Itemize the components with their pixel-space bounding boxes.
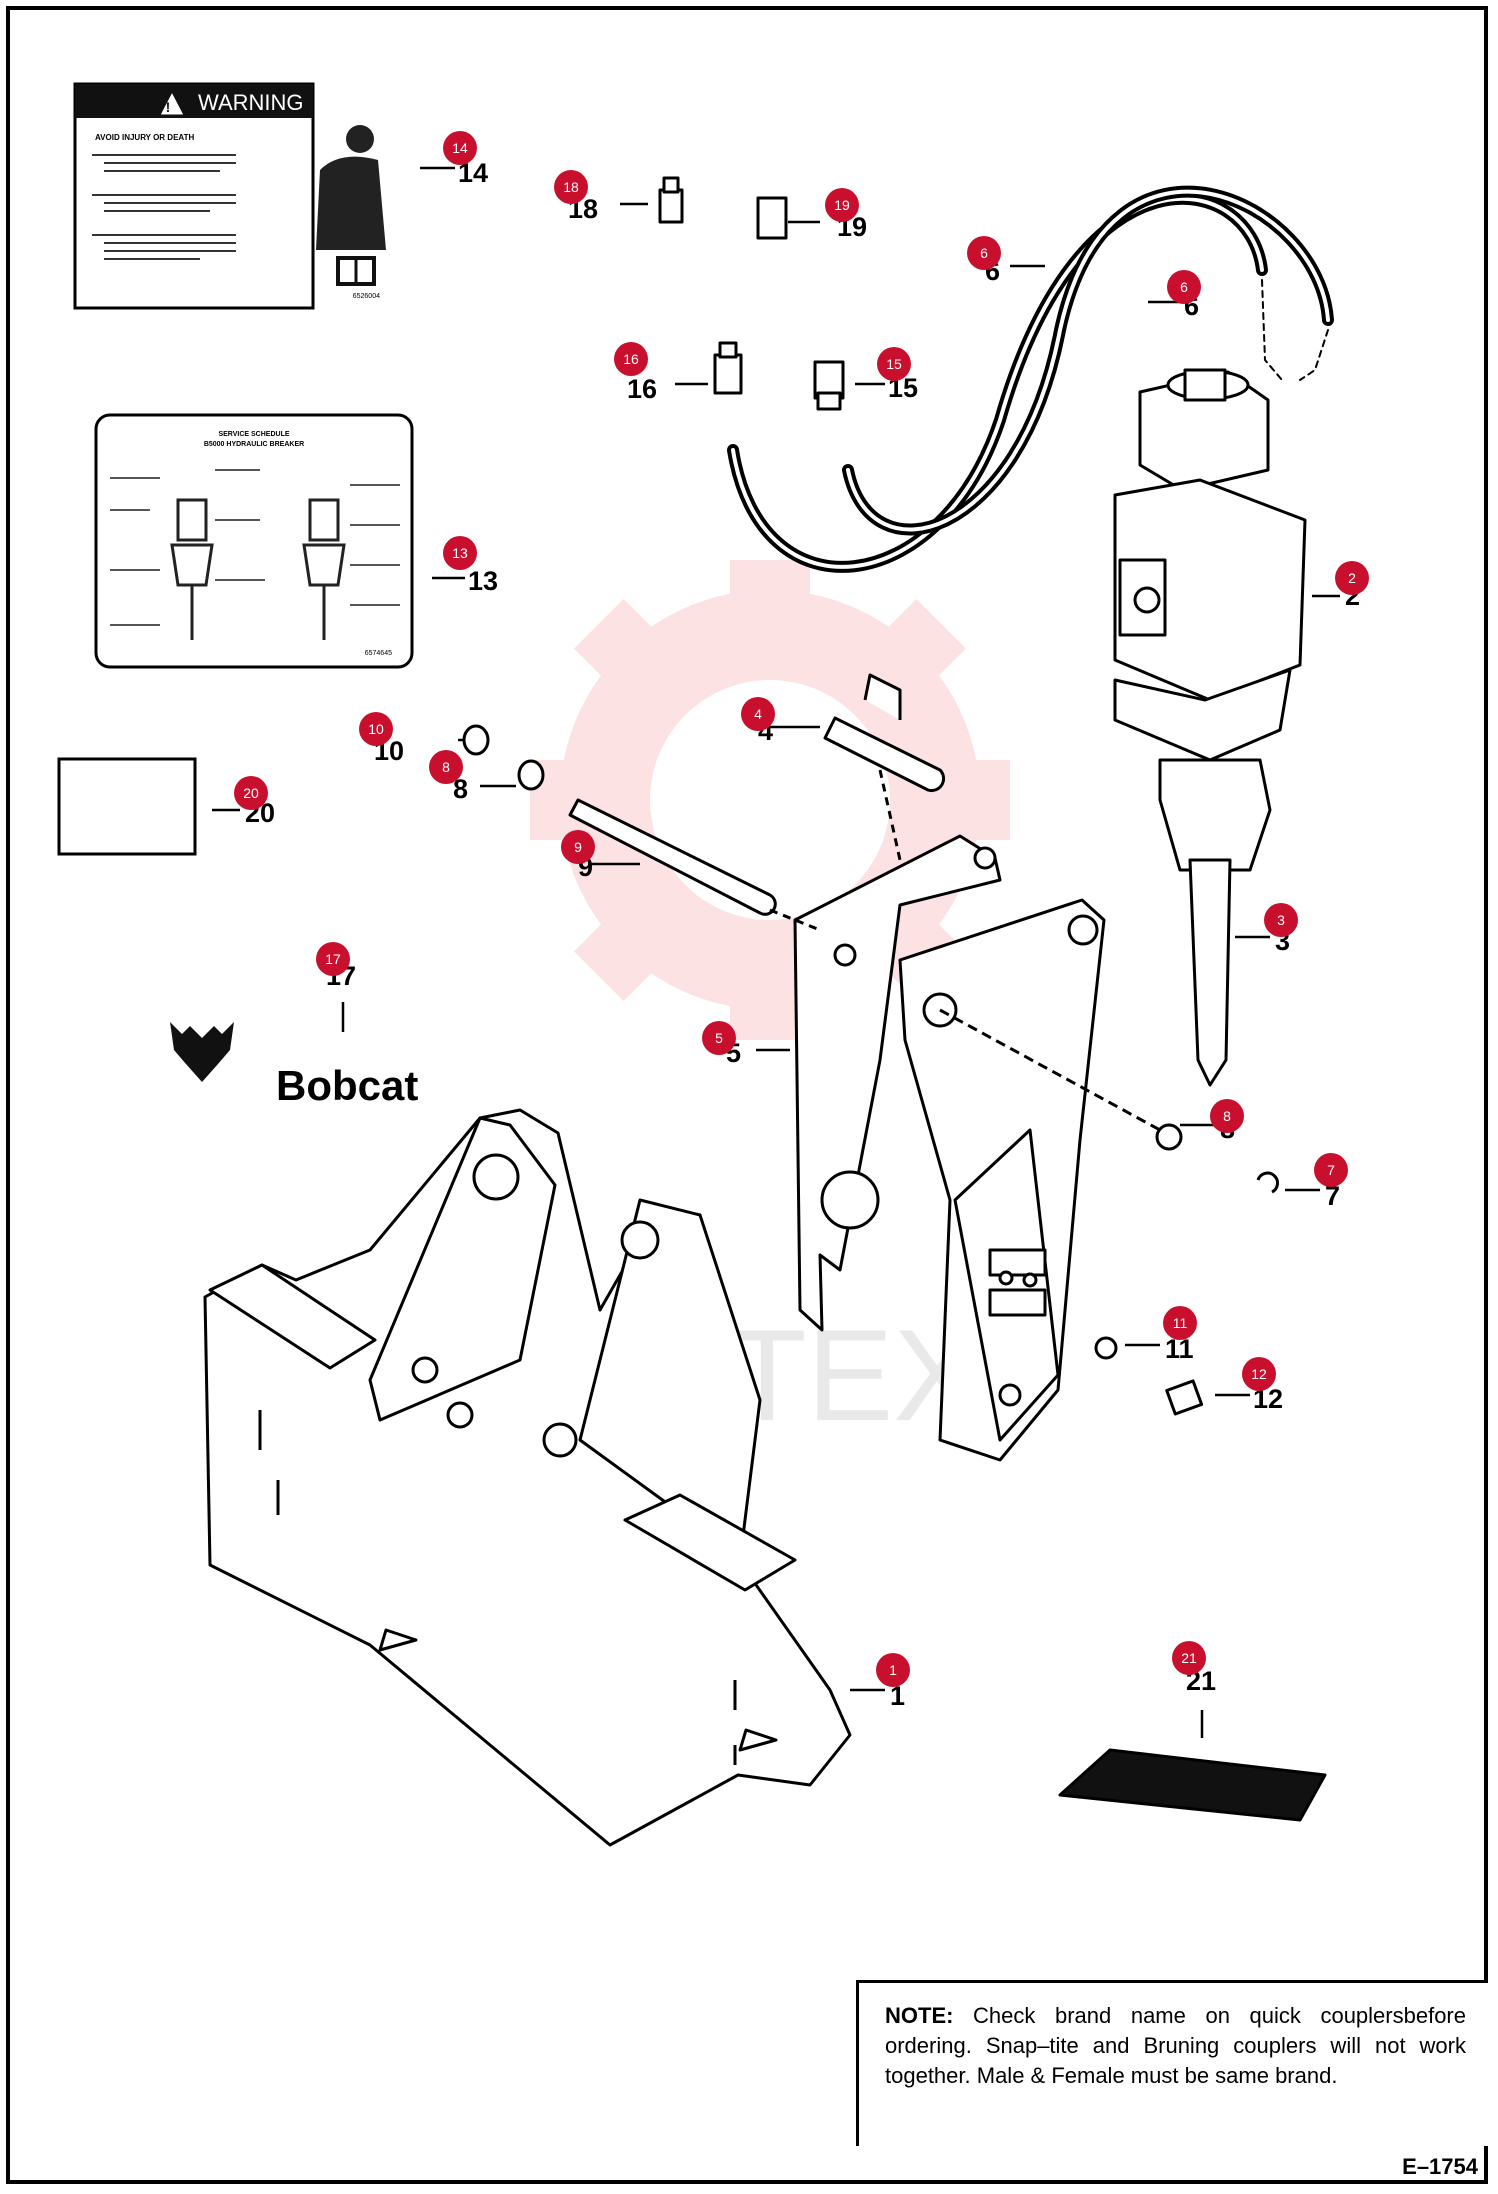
callout-badge-label: 12 bbox=[1251, 1366, 1267, 1382]
warning-decal-code: 6526004 bbox=[353, 293, 380, 300]
operator-figure-icon bbox=[316, 125, 386, 250]
callout-badge-label: 4 bbox=[754, 706, 762, 722]
note-box: NOTE: Check brand name on quick couplers… bbox=[856, 1980, 1488, 2146]
note-body: Check brand name on quick couplersbefore… bbox=[885, 2003, 1466, 2088]
callout-badge-8b: 8 bbox=[1210, 1099, 1244, 1133]
pin-4 bbox=[823, 673, 946, 861]
warning-decal-subtitle: AVOID INJURY OR DEATH bbox=[95, 133, 194, 142]
washer-8-upper bbox=[517, 759, 545, 791]
callout-13-text: 13 bbox=[468, 566, 498, 596]
coupler-16 bbox=[713, 341, 743, 395]
callout-badge-label: 8 bbox=[1223, 1108, 1231, 1124]
callout-badge-label: 10 bbox=[368, 721, 384, 737]
callout-badge-label: 15 bbox=[886, 356, 902, 372]
callout-badge-2: 2 bbox=[1335, 561, 1369, 595]
note-label: NOTE: bbox=[885, 2003, 954, 2028]
callout-badge-17: 17 bbox=[316, 942, 350, 976]
callout-badge-13: 13 bbox=[443, 536, 477, 570]
service-decal-subtitle: B5000 HYDRAULIC BREAKER bbox=[204, 441, 304, 448]
callout-badge-label: 6 bbox=[980, 245, 988, 261]
callout-badge-1: 1 bbox=[876, 1653, 910, 1687]
bobcat-logo: Bobcat bbox=[170, 1022, 418, 1109]
callout-badge-label: 14 bbox=[452, 140, 468, 156]
svg-text:!: ! bbox=[166, 99, 171, 115]
callout-badge-19: 19 bbox=[825, 188, 859, 222]
adapter-18 bbox=[658, 176, 684, 224]
callout-badge-12: 12 bbox=[1242, 1357, 1276, 1391]
bag-21 bbox=[1058, 1748, 1327, 1822]
coupler-15 bbox=[813, 360, 845, 411]
callout-badge-4: 4 bbox=[741, 697, 775, 731]
callout-badge-14: 14 bbox=[443, 131, 477, 165]
bolt-12 bbox=[1165, 1379, 1204, 1416]
callout-badge-18: 18 bbox=[554, 170, 588, 204]
bobcat-head-icon bbox=[170, 1022, 234, 1082]
decal-20 bbox=[57, 757, 197, 856]
callout-16-text: 16 bbox=[627, 374, 657, 404]
note-text: NOTE: Check brand name on quick couplers… bbox=[885, 2001, 1466, 2091]
callout-badge-label: 8 bbox=[442, 759, 450, 775]
pin-9 bbox=[568, 798, 821, 932]
callout-badge-16: 16 bbox=[614, 342, 648, 376]
warning-decal-title: WARNING bbox=[198, 90, 304, 115]
washer-11 bbox=[1094, 1336, 1118, 1360]
callout-badge-7: 7 bbox=[1314, 1153, 1348, 1187]
washer-8-lower bbox=[1155, 1123, 1183, 1151]
callout-badge-label: 11 bbox=[1173, 1315, 1188, 1331]
adapter-19 bbox=[756, 196, 788, 240]
callout-badge-6b: 6 bbox=[1167, 270, 1201, 304]
callout-badge-label: 2 bbox=[1348, 570, 1356, 586]
retaining-ring-7 bbox=[1256, 1171, 1280, 1194]
callout-badge-20: 20 bbox=[234, 776, 268, 810]
callout-badge-label: 20 bbox=[243, 785, 259, 801]
callout-badge-6a: 6 bbox=[967, 236, 1001, 270]
callout-badge-label: 5 bbox=[715, 1030, 723, 1046]
callout-badge-10: 10 bbox=[359, 712, 393, 746]
callout-badge-label: 1 bbox=[889, 1662, 897, 1678]
callout-badge-9: 9 bbox=[561, 830, 595, 864]
leader-lines bbox=[212, 166, 1340, 1738]
warning-decal: ! WARNING AVOID INJURY OR DEATH 6526004 bbox=[73, 82, 386, 310]
callout-badge-21: 21 bbox=[1172, 1641, 1206, 1675]
service-decal-code: 6574645 bbox=[365, 650, 392, 657]
callout-badge-label: 6 bbox=[1180, 279, 1188, 295]
figure-code: E–1754 bbox=[1402, 2154, 1478, 2179]
page-frame bbox=[6, 6, 1488, 2184]
callout-badge-5: 5 bbox=[702, 1021, 736, 1055]
hydraulic-hoses bbox=[727, 185, 1334, 573]
callout-1-text: 1 bbox=[890, 1681, 905, 1711]
callout-8a-text: 8 bbox=[453, 774, 468, 804]
callout-badge-3: 3 bbox=[1264, 903, 1298, 937]
hydraulic-breaker bbox=[1113, 368, 1307, 1087]
callout-badge-label: 17 bbox=[325, 951, 341, 967]
callout-badge-label: 13 bbox=[452, 545, 468, 561]
callout-badge-label: 19 bbox=[834, 197, 850, 213]
mounting-frame bbox=[203, 1108, 852, 1847]
callout-badge-label: 18 bbox=[563, 179, 579, 195]
callout-badge-15: 15 bbox=[877, 347, 911, 381]
breaker-bracket bbox=[793, 834, 1106, 1462]
callout-badge-11: 11 bbox=[1163, 1306, 1197, 1340]
callout-badge-8a: 8 bbox=[429, 750, 463, 784]
callout-badge-label: 16 bbox=[623, 351, 639, 367]
service-schedule-decal: SERVICE SCHEDULE B5000 HYDRAULIC BREAKER… bbox=[94, 413, 414, 669]
service-decal-title: SERVICE SCHEDULE bbox=[218, 431, 289, 438]
callout-badge-label: 9 bbox=[574, 839, 582, 855]
warning-triangle-icon bbox=[159, 90, 185, 116]
washer-10 bbox=[462, 724, 490, 756]
bobcat-wordmark: Bobcat bbox=[276, 1062, 418, 1109]
callout-7-text: 7 bbox=[1325, 1181, 1340, 1211]
callout-badge-label: 7 bbox=[1327, 1162, 1335, 1178]
callout-badge-label: 21 bbox=[1181, 1650, 1197, 1666]
callout-badge-label: 3 bbox=[1277, 912, 1285, 928]
